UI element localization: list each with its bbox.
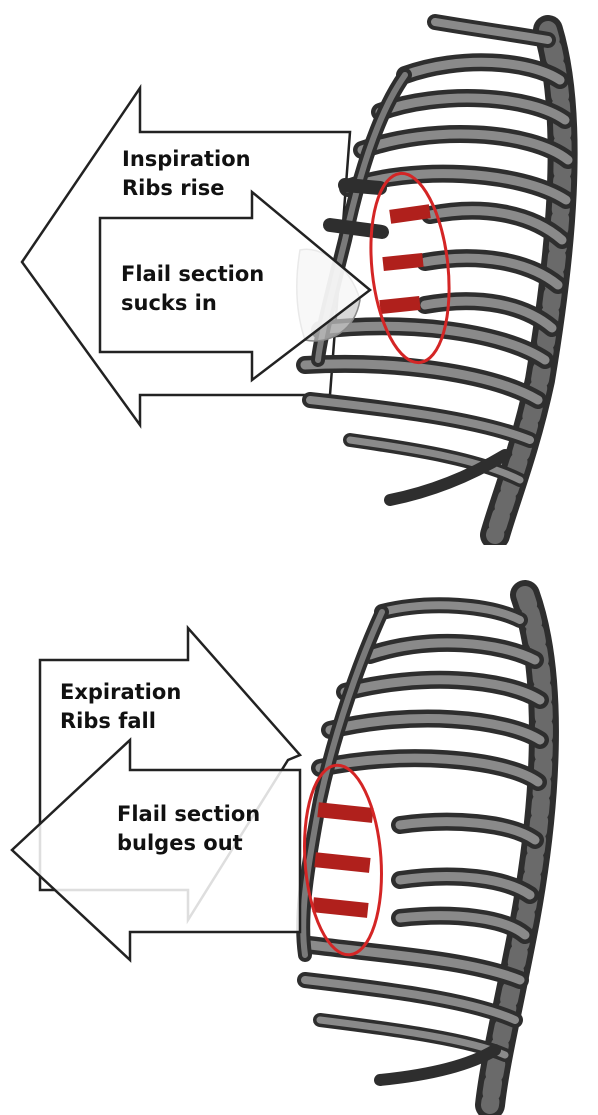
expiration-panel: Expiration Ribs fall Flail section bulge… xyxy=(0,560,598,1115)
flail-rib-segment xyxy=(314,852,370,873)
flail-bulges-out-label: Flail section bulges out xyxy=(117,800,260,858)
flail-bulges-out-line1: Flail section xyxy=(117,800,260,829)
flail-rib-segment xyxy=(312,897,368,918)
expiration-subtitle: Ribs fall xyxy=(60,707,181,736)
inspiration-title: Inspiration xyxy=(122,145,251,174)
inspiration-panel: Inspiration Ribs rise Flail section suck… xyxy=(0,0,598,545)
flail-bulges-out-line2: bulges out xyxy=(117,829,260,858)
flail-sucks-in-line2: sucks in xyxy=(121,289,264,318)
flail-rib-segment xyxy=(379,296,420,314)
expiration-title: Expiration xyxy=(60,678,181,707)
spine-illustration xyxy=(490,595,544,1105)
inspiration-subtitle: Ribs rise xyxy=(122,174,251,203)
flail-rib-segment xyxy=(317,802,373,823)
flail-sucks-in-line1: Flail section xyxy=(121,260,264,289)
inspiration-label: Inspiration Ribs rise xyxy=(122,145,251,203)
expiration-illustration xyxy=(0,560,598,1115)
flail-sucks-in-label: Flail section sucks in xyxy=(121,260,264,318)
expiration-label: Expiration Ribs fall xyxy=(60,678,181,736)
inspiration-illustration xyxy=(0,0,598,545)
rib-cage-illustration xyxy=(303,605,540,1080)
flail-rib-segment xyxy=(382,253,423,271)
